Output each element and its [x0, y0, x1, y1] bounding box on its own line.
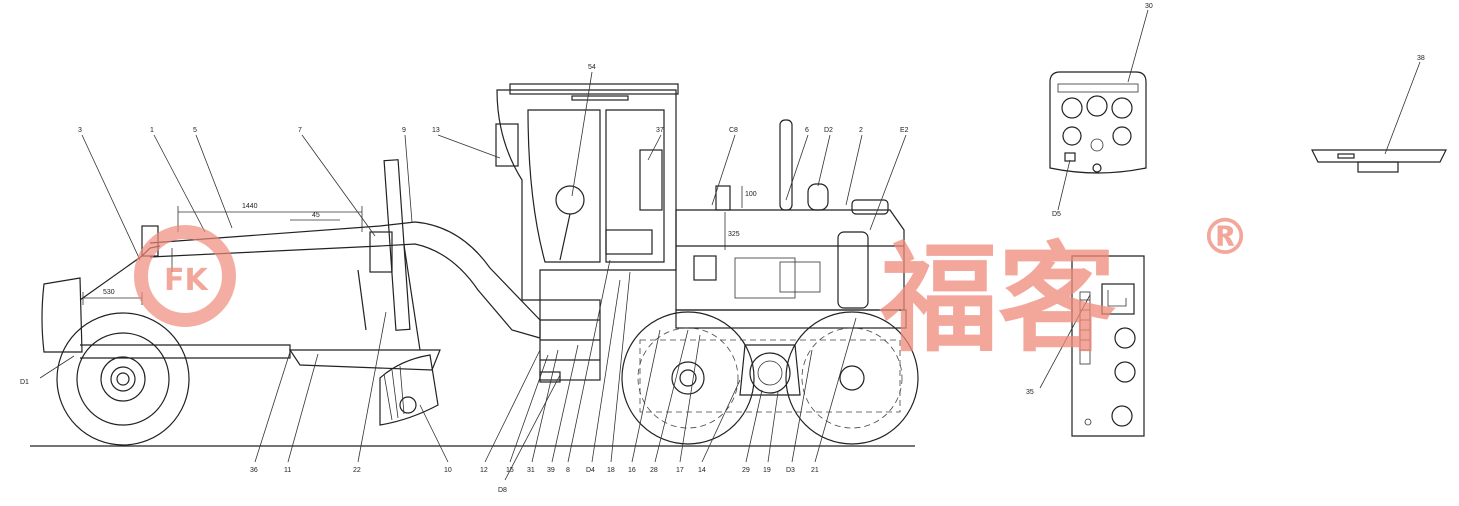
- callout-d1: D1: [20, 379, 29, 386]
- callout-16: 16: [628, 467, 636, 474]
- callout-1: 1: [150, 127, 154, 134]
- tandem-drive: [639, 339, 901, 413]
- air-filter-cap: [807, 183, 829, 211]
- callout-37: 37: [656, 127, 664, 134]
- dim-530: 530: [103, 289, 115, 296]
- gauge-icon: [1086, 95, 1108, 117]
- brand-logo-icon: [134, 225, 236, 327]
- knob-icon: [1111, 405, 1133, 427]
- gauge-icon: [1062, 126, 1082, 146]
- operator-cab: [495, 83, 679, 301]
- callout-13: 13: [432, 127, 440, 134]
- front-wheel: [56, 312, 190, 446]
- main-frame-top: [149, 221, 541, 338]
- callout-17: 17: [676, 467, 684, 474]
- fuel-cap: [715, 185, 731, 211]
- front-axle-beam: [80, 344, 291, 359]
- callout-7: 7: [298, 127, 302, 134]
- callout-36: 36: [250, 467, 258, 474]
- dim-100: 100: [745, 191, 757, 198]
- main-frame-bottom: [149, 243, 541, 339]
- gauge-icon: [1111, 97, 1133, 119]
- engine-hood: [675, 119, 907, 329]
- side-access-door: [837, 231, 869, 309]
- callout-d3: D3: [786, 467, 795, 474]
- dim-325: 325: [728, 231, 740, 238]
- callout-38: 38: [1417, 55, 1425, 62]
- dimension-marks: 1440 45 530 100 325: [82, 186, 757, 305]
- watermark-registered: ®: [1200, 208, 1250, 266]
- callout-14: 14: [698, 467, 706, 474]
- callout-21: 21: [811, 467, 819, 474]
- leader-lines: [39, 71, 907, 481]
- callout-10: 10: [444, 467, 452, 474]
- callout-35: 35: [1026, 389, 1034, 396]
- callout-31: 31: [527, 467, 535, 474]
- callout-12: 12: [480, 467, 488, 474]
- gauge-icon: [1061, 97, 1083, 119]
- steering-wheel: [555, 185, 585, 215]
- callout-2: 2: [859, 127, 863, 134]
- callout-6: 6: [805, 127, 809, 134]
- callout-19: 19: [763, 467, 771, 474]
- saddle-block: [369, 231, 393, 273]
- callout-39: 39: [547, 467, 555, 474]
- callout-d5: D5: [1052, 211, 1061, 218]
- rear-wheel-rear: [785, 311, 919, 445]
- callout-d2: D2: [824, 127, 833, 134]
- dial-icon: [1114, 327, 1136, 349]
- front-counterweight: [41, 277, 83, 353]
- rear-wheel-front: [621, 311, 755, 445]
- callout-3: 3: [78, 127, 82, 134]
- callout-8: 8: [566, 467, 570, 474]
- callout-22: 22: [353, 467, 361, 474]
- callout-9: 9: [402, 127, 406, 134]
- exhaust-pipe: [779, 119, 793, 211]
- drawbar: [288, 349, 441, 371]
- callout-c8: C8: [729, 127, 738, 134]
- callout-d4: D4: [586, 467, 595, 474]
- monitor-icon: [1101, 283, 1135, 315]
- callout-labels-top: 3 1 5 7 9 13 54 37 C8 6 D2 2 E2 D1: [20, 64, 909, 386]
- callout-28: 28: [650, 467, 658, 474]
- callout-5: 5: [193, 127, 197, 134]
- lift-cylinder: [383, 159, 411, 331]
- blade-ribs: [383, 365, 405, 421]
- callout-11: 11: [284, 467, 291, 474]
- filler-box: [693, 255, 717, 281]
- callout-e2: E2: [900, 127, 909, 134]
- callout-labels-bottom: 36 11 22 10 12 15 31 39 8 D4 18 16 28 17…: [250, 467, 819, 494]
- blade-pivot: [399, 396, 417, 414]
- dim-45: 45: [312, 212, 320, 219]
- lift-rod: [403, 244, 421, 351]
- switch-icon: [1064, 152, 1076, 162]
- side-shift-cylinder: [357, 269, 367, 331]
- rear-light: [851, 199, 889, 215]
- cab-panel: [639, 149, 663, 211]
- watermark-logo: FK: [164, 263, 209, 298]
- callout-d8: D8: [498, 487, 507, 494]
- dial-icon: [1114, 361, 1136, 383]
- callout-30: 30: [1145, 3, 1153, 10]
- callout-15: 15: [506, 467, 514, 474]
- side-mirror: [495, 123, 519, 167]
- switch-console: 35: [1026, 255, 1145, 437]
- gauge-icon: [1112, 126, 1132, 146]
- callout-29: 29: [742, 467, 750, 474]
- cab-steps: [539, 299, 601, 383]
- brand-watermark: FK 福客 ®: [134, 208, 1250, 368]
- key-switch-icon: [1092, 163, 1102, 173]
- hood-grille: [734, 257, 821, 299]
- tray-part: 38: [1311, 55, 1447, 173]
- callout-54: 54: [588, 64, 596, 71]
- instrument-panel: 30 D5: [1049, 3, 1153, 218]
- watermark-text: 福客: [879, 230, 1116, 368]
- callout-18: 18: [607, 467, 615, 474]
- moldboard-blade: [379, 354, 439, 426]
- dim-1440: 1440: [242, 203, 258, 210]
